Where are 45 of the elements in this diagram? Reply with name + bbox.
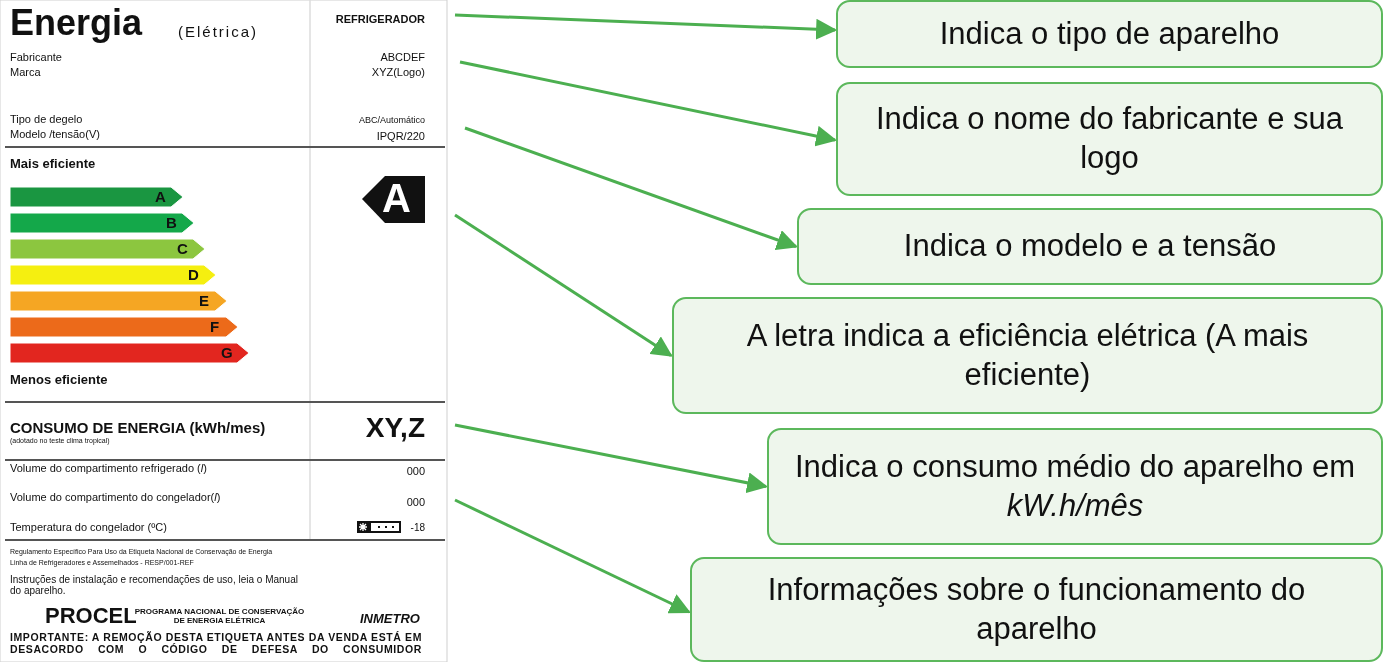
- energy-class-letter: E: [199, 293, 209, 310]
- callout-box: Indica o modelo e a tensão: [797, 208, 1383, 285]
- field-value: ABC/Automático: [358, 116, 425, 126]
- callout-box: Informações sobre o funcionamento do aparelho: [690, 557, 1383, 662]
- warning-note: IMPORTANTE: A REMOÇÃO DESTA ETIQUETA ANTES DA VENDA ESTÁ EM DESACORDO COM O CÓDIGO DE DEFESA DO CONSUMIDOR: [10, 632, 422, 656]
- energy-class-letter: G: [221, 345, 233, 362]
- field-name: Modelo /tensão(V): [10, 128, 100, 141]
- leader-arrow: [459, 60, 838, 147]
- field-name: Temperatura do congelador (ºC): [10, 521, 167, 534]
- callout-box: A letra indica a eficiência elétrica (A mais eficiente): [672, 297, 1383, 414]
- leader-arrow: [454, 13, 838, 40]
- leader-arrow: [454, 498, 691, 614]
- scale-caption: Mais eficiente: [10, 157, 96, 172]
- field-name: Marca: [10, 66, 41, 79]
- field-value: XYZ(Logo): [371, 66, 425, 79]
- program-name: PROCEL: [45, 604, 137, 629]
- appliance-type: REFRIGERADOR: [335, 13, 425, 26]
- field-name: Tipo de degelo: [10, 113, 83, 126]
- scale-caption: Menos eficiente: [10, 373, 108, 388]
- field-value: -18: [410, 522, 425, 533]
- energy-class-letter: A: [382, 176, 411, 220]
- leader-arrow: [454, 423, 769, 494]
- field-value: 000: [406, 496, 425, 509]
- consumption-heading: CONSUMO DE ENERGIA (kWh/mes): [10, 420, 266, 437]
- label-heading: Energia: [10, 3, 143, 43]
- field-name: Volume do compartimento do congelador(l): [10, 491, 221, 504]
- energy-class-letter: F: [210, 319, 220, 336]
- field-value: ABCDEF: [380, 51, 425, 64]
- energy-class-letter: D: [188, 267, 199, 284]
- field-name: Fabricante: [10, 51, 62, 64]
- leader-arrow: [464, 126, 798, 250]
- energy-class-letter: A: [155, 189, 166, 206]
- leader-arrow: [454, 213, 673, 357]
- energy-class-letter: B: [166, 215, 177, 232]
- instruction-note: Instruções de instalação e recomendações de uso, leia o Manual do aparelho.: [10, 574, 299, 596]
- callout-box: Indica o consumo médio do aparelho em kW.h/mês: [767, 428, 1383, 545]
- field-name: Volume do compartimento refrigerado (l): [10, 462, 207, 475]
- consumption-value: XY,Z: [365, 413, 425, 444]
- agency-name: INMETRO: [360, 612, 420, 627]
- field-value: 000: [406, 465, 425, 478]
- callout-box: Indica o tipo de aparelho: [836, 0, 1383, 68]
- field-value: IPQR/220: [376, 130, 425, 143]
- energy-class-letter: C: [177, 241, 188, 258]
- label-subheading: (Elétrica): [178, 24, 258, 41]
- callout-box: Indica o nome do fabricante e sua logo: [836, 82, 1383, 196]
